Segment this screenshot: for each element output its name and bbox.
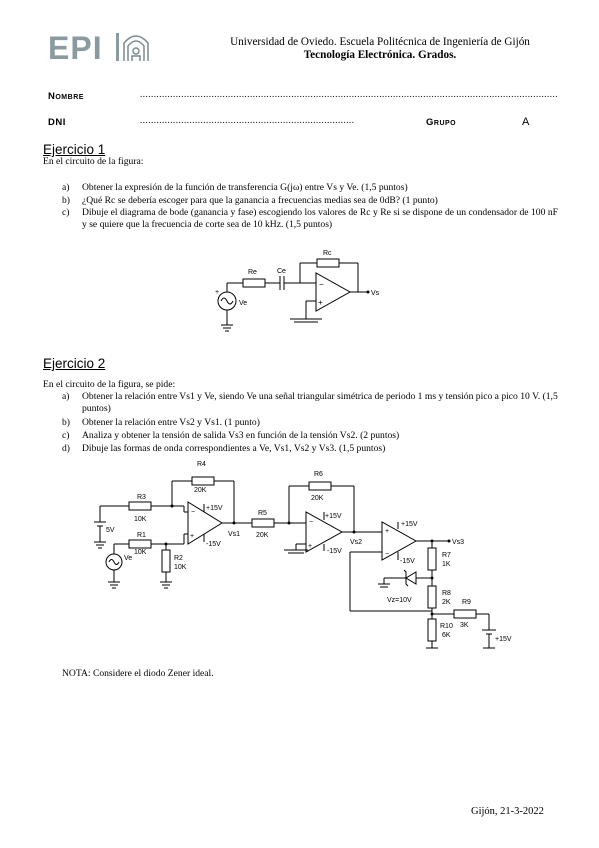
- vs-label: Vs: [371, 290, 380, 297]
- ex1-title: Ejercicio 1: [43, 142, 106, 157]
- footer-date: Gijón, 21-3-2022: [471, 806, 544, 817]
- dni-field[interactable]: ........................................…: [140, 115, 355, 125]
- r8-label: R8: [442, 590, 451, 597]
- u2-neg-supply: -15V: [327, 548, 342, 555]
- r6-value: 20K: [311, 495, 324, 502]
- opamp-u1: [187, 501, 223, 545]
- r2-value: 10K: [174, 564, 187, 571]
- resistor-r5: [251, 518, 275, 528]
- university-seal-icon: [123, 35, 149, 61]
- r1-value: 10K: [134, 549, 147, 556]
- ex2-intro: En el circuito de la figura, se pide:: [43, 379, 176, 390]
- epi-logo: EPI: [48, 29, 156, 66]
- ex1-item-c: c)Dibuje el diagrama de bode (ganancia y…: [62, 207, 558, 230]
- r6-label: R6: [314, 471, 323, 478]
- u3-pos-supply: +15V: [401, 521, 418, 528]
- resistor-r6: [308, 481, 332, 491]
- university-name: Universidad de Oviedo. Escuela Politécni…: [230, 36, 530, 48]
- svg-text:+: +: [385, 528, 389, 535]
- resistor-r9: [453, 609, 477, 619]
- vs1-label: Vs1: [228, 531, 240, 538]
- vs2-label: Vs2: [350, 539, 362, 546]
- r9-supply: +15V: [495, 636, 512, 643]
- resistor-r2: [161, 549, 171, 573]
- r10-label: R10: [440, 623, 453, 630]
- ve-label: Ve: [124, 555, 132, 562]
- group-value: A: [522, 116, 530, 128]
- svg-text:+: +: [190, 533, 194, 540]
- resistor-r8: [427, 585, 437, 609]
- zener-label: Vz=10V: [387, 597, 412, 604]
- r9-label: R9: [462, 599, 471, 606]
- resistor-r1: [128, 539, 152, 549]
- resistor-re: [242, 278, 266, 288]
- r7-label: R7: [442, 552, 451, 559]
- r10-value: 6K: [442, 632, 451, 639]
- r8-value: 2K: [442, 599, 451, 606]
- course-name: Tecnología Electrónica. Grados.: [303, 49, 457, 61]
- circuit-1-diagram: − + + Re Ce Rc Ve Vs: [215, 250, 380, 332]
- zener-diode: [405, 571, 417, 585]
- r4-value: 20K: [194, 487, 207, 494]
- r7-value: 1K: [442, 561, 451, 568]
- r3-label: R3: [137, 494, 146, 501]
- u3-neg-supply: -15V: [400, 558, 415, 565]
- svg-text:−: −: [385, 551, 389, 558]
- ve-label: Ve: [239, 300, 247, 307]
- r4-label: R4: [197, 461, 206, 468]
- ex2-title: Ejercicio 2: [43, 356, 106, 371]
- battery-5v-label: 5V: [106, 527, 115, 534]
- opamp-u2: [305, 511, 344, 553]
- svg-text:+: +: [308, 543, 312, 550]
- r5-value: 20K: [256, 532, 269, 539]
- opamp-1: [315, 272, 352, 312]
- r5-label: R5: [258, 510, 267, 517]
- resistor-rc: [316, 258, 340, 268]
- dni-label: DNI: [48, 117, 66, 128]
- resistor-r10: [427, 618, 437, 642]
- u2-pos-supply: +15V: [325, 513, 342, 520]
- circuit-2-diagram: − + − + + − 5V Ve R3 10K R1 10K R2 10K R4 2…: [94, 461, 512, 649]
- r2-label: R2: [174, 555, 183, 562]
- group-label: Grupo: [426, 117, 457, 128]
- vs3-label: Vs3: [452, 539, 464, 546]
- ex2-item-a: a)Obtener la relación entre Vs1 y Ve, si…: [62, 391, 558, 414]
- name-label: Nombre: [48, 91, 84, 102]
- svg-text:+: +: [318, 298, 323, 307]
- ce-label: Ce: [277, 268, 286, 275]
- u1-pos-supply: +15V: [206, 505, 223, 512]
- svg-text:−: −: [191, 509, 195, 516]
- r1-label: R1: [137, 532, 146, 539]
- opamp-u3: [381, 521, 418, 561]
- svg-text:+: +: [215, 289, 219, 296]
- svg-text:−: −: [319, 280, 324, 289]
- svg-text:−: −: [309, 519, 313, 526]
- resistor-r7: [427, 547, 437, 571]
- u1-neg-supply: -15V: [206, 541, 221, 548]
- r9-value: 3K: [460, 622, 469, 629]
- zener-note: NOTA: Considere el diodo Zener ideal.: [62, 668, 214, 679]
- ex1-intro: En el circuito de la figura:: [43, 156, 144, 167]
- name-field[interactable]: ........................................…: [140, 89, 557, 99]
- logo-text: EPI: [48, 30, 103, 65]
- resistor-r4: [191, 476, 215, 486]
- re-label: Re: [248, 269, 257, 276]
- r3-value: 10K: [134, 516, 147, 523]
- rc-label: Rc: [323, 250, 332, 257]
- resistor-r3: [128, 501, 152, 511]
